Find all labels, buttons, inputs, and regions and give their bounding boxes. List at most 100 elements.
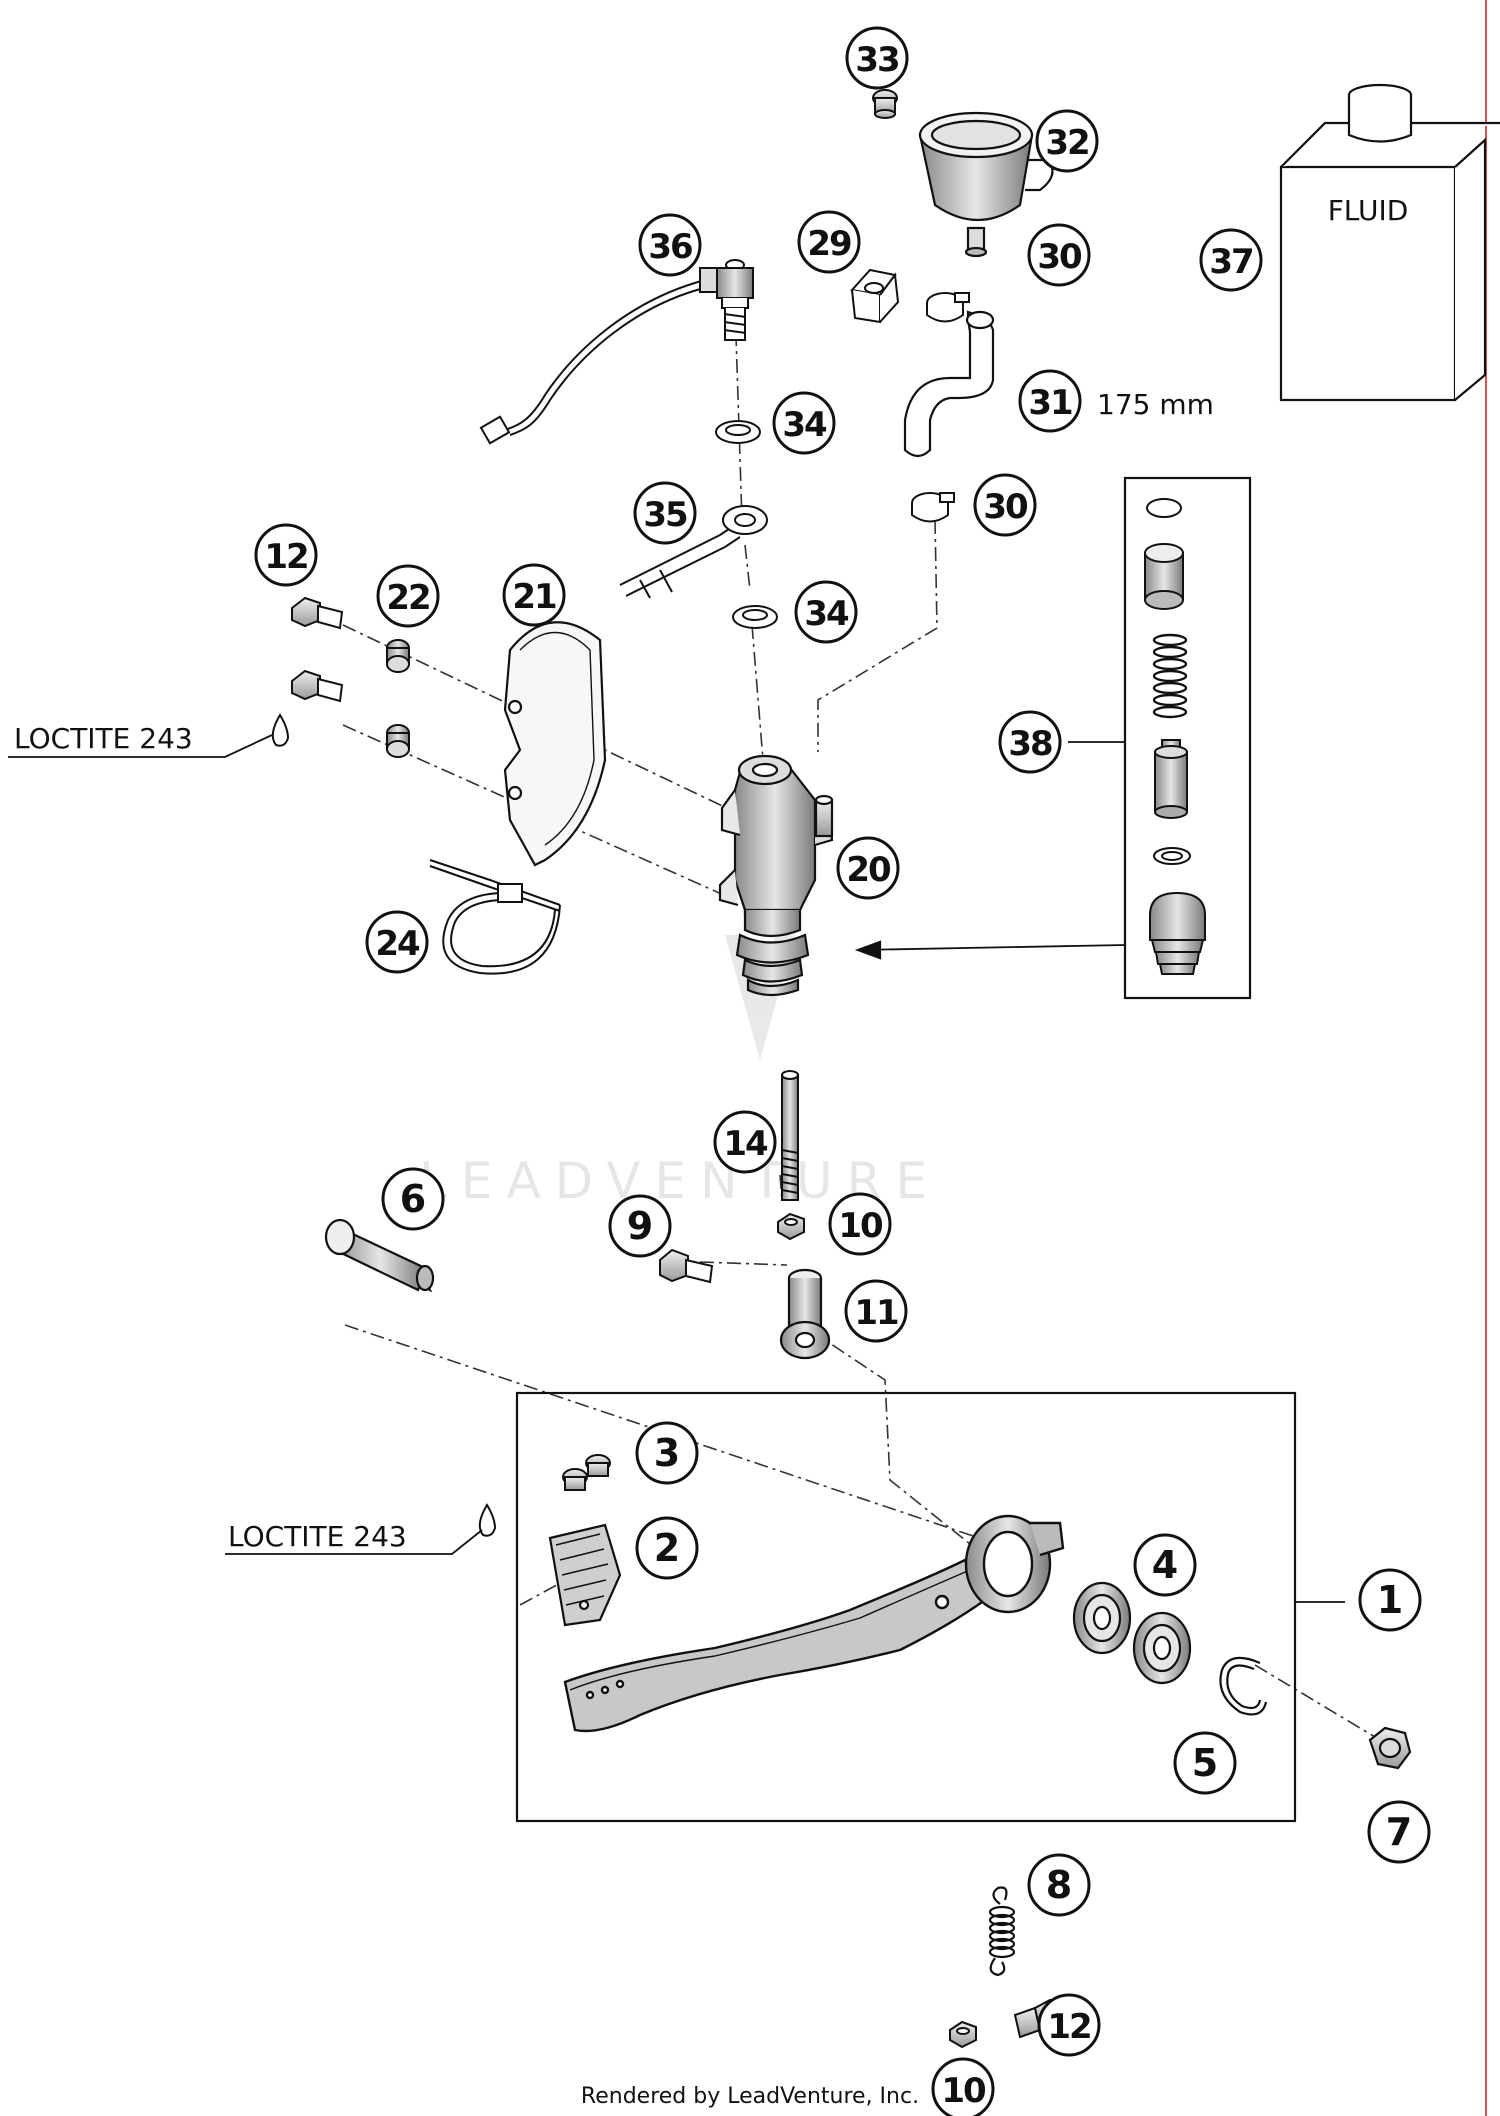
callout-number: 1: [1377, 1578, 1403, 1622]
push-rod: [781, 1070, 799, 1201]
callout-number: 10: [838, 1206, 883, 1246]
callout-circle: [1173, 1731, 1237, 1795]
sealing-washer-lower: [732, 605, 778, 629]
step-screws: [562, 1454, 611, 1491]
callout-circle: [828, 1192, 892, 1256]
callout-circle: [836, 836, 900, 900]
callout-c7: 7: [1367, 1800, 1431, 1864]
callout-c29: 29: [797, 210, 861, 274]
callout-circle: [1018, 369, 1082, 433]
callout-number: 32: [1045, 123, 1088, 163]
bearing-a: [1072, 1581, 1132, 1655]
loctite-leaders: [8, 734, 483, 1555]
callout-c14: 14: [713, 1110, 777, 1174]
callout-circle: [376, 564, 440, 628]
spacer-lower: [386, 724, 410, 758]
heel-guard: [503, 621, 607, 867]
kit-spring: [1152, 633, 1188, 719]
brake-pedal-assembly-box: [515, 1391, 1345, 1823]
callout-circle: [1035, 109, 1099, 173]
reservoir-cap-screw: [872, 89, 898, 119]
callout-c24: 24: [365, 910, 429, 974]
nut-lower: [949, 2020, 977, 2049]
callout-c37: 37: [1199, 228, 1263, 292]
callout-circle: [931, 2057, 995, 2116]
footer-credit: Rendered by LeadVenture, Inc.: [580, 2084, 920, 2109]
kit-dust-boot: [1149, 891, 1206, 975]
brake-fluid-reservoir: [918, 111, 1054, 258]
callout-number: 30: [983, 487, 1028, 527]
callout-c34a: 34: [772, 391, 836, 455]
callout-circle: [973, 473, 1037, 537]
callout-c21: 21: [502, 563, 566, 627]
callout-number: 12: [264, 537, 307, 577]
kit-sleeve: [1144, 543, 1184, 610]
pivot-nut: [1368, 1726, 1412, 1770]
callout-c30b: 30: [973, 473, 1037, 537]
fluid-bottle: FLUID: [1279, 83, 1500, 402]
callout-circle: [608, 1194, 672, 1258]
brake-light-switch: [479, 259, 754, 445]
callout-number: 37: [1209, 242, 1252, 282]
callout-circle: [1367, 1800, 1431, 1864]
callout-c10a: 10: [828, 1192, 892, 1256]
callout-circle: [794, 580, 858, 644]
callout-c2: 2: [635, 1516, 699, 1580]
page-edge-line: [1485, 0, 1487, 2116]
callout-c6: 6: [381, 1167, 445, 1231]
clevis: [779, 1268, 831, 1360]
pedal-step-plate: [548, 1523, 622, 1627]
callout-number: 11: [854, 1293, 898, 1333]
callout-circle: [254, 523, 318, 587]
callout-number: 36: [648, 227, 692, 267]
watermark: LEADVENTURE: [419, 880, 927, 1210]
callout-c22: 22: [376, 564, 440, 628]
callout-circle: [381, 1167, 445, 1231]
callout-number: 38: [1008, 724, 1052, 764]
callout-number: 2: [654, 1526, 680, 1570]
callout-number: 6: [400, 1177, 426, 1221]
repair-kit-box: [854, 476, 1252, 1000]
callout-c38: 38: [998, 710, 1062, 774]
callout-number: 14: [723, 1124, 768, 1164]
callout-c9: 9: [608, 1194, 672, 1258]
callout-circle: [638, 213, 702, 277]
callout-circle: [845, 26, 909, 90]
callout-number: 21: [512, 577, 556, 617]
callout-circle: [1133, 1533, 1197, 1597]
clevis-bolt: [659, 1248, 714, 1284]
callout-number: 34: [804, 594, 849, 634]
nut-upper: [777, 1212, 805, 1241]
callout-number: 3: [654, 1431, 680, 1475]
callout-c3: 3: [635, 1421, 699, 1485]
brake-line: [619, 505, 768, 599]
loctite-drop-top: [271, 713, 290, 747]
bearing-b: [1132, 1611, 1192, 1685]
callout-circle: [635, 1516, 699, 1580]
hose-clamp-lower: [911, 492, 955, 523]
callout-c8: 8: [1027, 1853, 1091, 1917]
assembly-lines: [342, 304, 1381, 1741]
callout-circle: [797, 210, 861, 274]
callout-circle: [772, 391, 836, 455]
callout-circle: [365, 910, 429, 974]
callout-c12a: 12: [254, 523, 318, 587]
callout-number: 33: [855, 40, 898, 80]
callout-number: 5: [1192, 1741, 1218, 1785]
callout-c20: 20: [836, 836, 900, 900]
hose-clamp-upper: [926, 292, 970, 323]
callout-circle: [998, 710, 1062, 774]
callout-number: 9: [627, 1204, 653, 1248]
callout-c31: 31: [1018, 369, 1082, 433]
cable-tie: [429, 859, 561, 975]
callout-circle: [844, 1279, 908, 1343]
callout-number: 34: [782, 405, 827, 445]
kit-circlip: [1153, 847, 1191, 865]
callout-c5: 5: [1173, 1731, 1237, 1795]
callout-number: 4: [1152, 1543, 1178, 1587]
callout-c32: 32: [1035, 109, 1099, 173]
master-cylinder: [718, 754, 834, 997]
callout-c11: 11: [844, 1279, 908, 1343]
